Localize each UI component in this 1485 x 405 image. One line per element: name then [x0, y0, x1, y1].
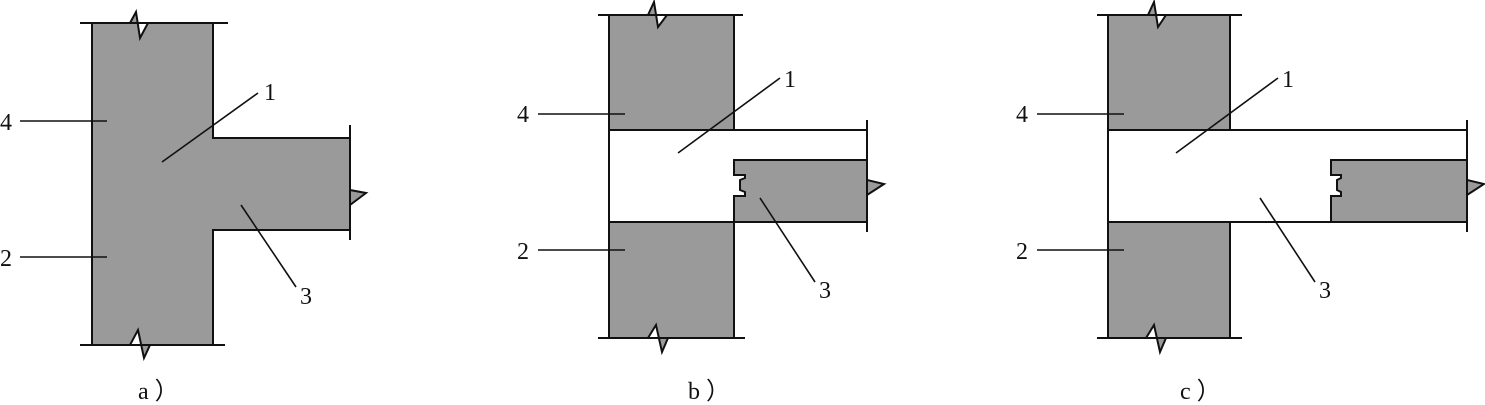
- panel-c-label-4: 4: [1016, 102, 1028, 128]
- panel-c: 1 3 4 2 c ）: [1016, 0, 1485, 405]
- panel-c-leader-3: [1259, 197, 1316, 283]
- panel-a-leader-3: [240, 204, 297, 288]
- panel-c-precast-slab: [1330, 159, 1485, 223]
- panel-b-lower-wall: [608, 221, 735, 356]
- panel-c-leader-1: [1175, 77, 1279, 154]
- panel-b-label-3: 3: [819, 278, 831, 304]
- panel-b-label-1: 1: [784, 67, 796, 93]
- panel-c-label-1: 1: [1282, 67, 1294, 93]
- panel-a-leader-1: [161, 92, 259, 163]
- panel-b-upper-wall: [608, 0, 735, 131]
- panel-b-label-2: 2: [517, 239, 529, 265]
- panel-a-label-1: 1: [264, 80, 276, 106]
- panel-b-caption: b ）: [688, 379, 730, 405]
- panel-b-leader-3: [759, 197, 816, 283]
- panel-c-label-3: 3: [1319, 278, 1331, 304]
- panel-c-lower-wall: [1107, 221, 1231, 356]
- panel-a-t-section: [91, 8, 369, 362]
- panel-b-label-4: 4: [517, 102, 529, 128]
- panel-a-caption: a ）: [138, 379, 179, 405]
- panel-b: 1 3 4 2 b ）: [517, 0, 887, 405]
- panel-c-upper-wall: [1107, 0, 1231, 131]
- panel-c-caption: c ）: [1180, 379, 1221, 405]
- panel-a: 1 3 4 2 a ）: [0, 8, 369, 405]
- panel-a-label-3: 3: [300, 284, 312, 310]
- panel-b-precast-slab: [733, 159, 887, 223]
- panel-c-label-2: 2: [1016, 239, 1028, 265]
- panel-a-label-4: 4: [0, 110, 12, 136]
- panel-b-leader-1: [677, 77, 781, 154]
- panel-a-label-2: 2: [0, 246, 12, 272]
